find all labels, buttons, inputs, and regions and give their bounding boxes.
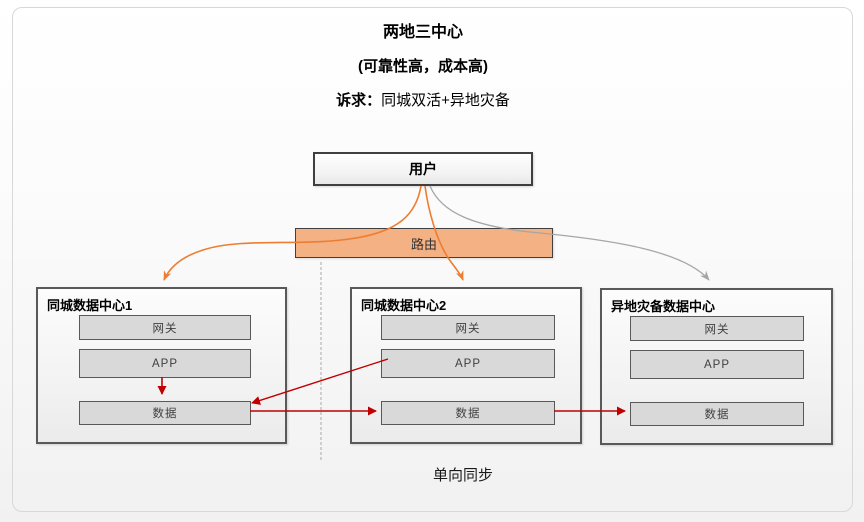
demand-text: 同城双活+异地灾备 [381, 92, 510, 109]
datacenter-2-gateway: 网关 [381, 315, 555, 340]
datacenter-dr-data: 数据 [630, 402, 804, 426]
router-node: 路由 [295, 228, 553, 258]
datacenter-1: 同城数据中心1 网关 APP 数据 [36, 287, 287, 444]
page-subtitle: (可靠性高，成本高) [358, 58, 488, 75]
demand-label: 诉求： [336, 92, 382, 109]
router-node-label: 路由 [410, 236, 437, 252]
diagram-header: 两地三中心 (可靠性高，成本高) 诉求：同城双活+异地灾备 [0, 18, 846, 110]
datacenter-2-app: APP [381, 349, 555, 378]
user-node-label: 用户 [409, 161, 437, 177]
datacenter-1-data: 数据 [79, 401, 251, 425]
datacenter-dr-gateway: 网关 [630, 316, 804, 341]
datacenter-dr: 异地灾备数据中心 网关 APP 数据 [600, 288, 833, 445]
datacenter-2-title: 同城数据中心2 [361, 298, 447, 313]
datacenter-dr-title: 异地灾备数据中心 [611, 299, 716, 314]
user-node: 用户 [313, 152, 533, 186]
datacenter-dr-app: APP [630, 350, 804, 379]
sync-label: 单向同步 [432, 467, 493, 484]
datacenter-1-title: 同城数据中心1 [47, 298, 133, 313]
datacenter-1-gateway: 网关 [79, 315, 251, 340]
datacenter-2: 同城数据中心2 网关 APP 数据 [350, 287, 582, 444]
page-title: 两地三中心 [382, 24, 463, 41]
datacenter-2-data: 数据 [381, 401, 555, 425]
datacenter-1-app: APP [79, 349, 251, 378]
demand-line: 诉求：同城双活+异地灾备 [0, 89, 846, 110]
